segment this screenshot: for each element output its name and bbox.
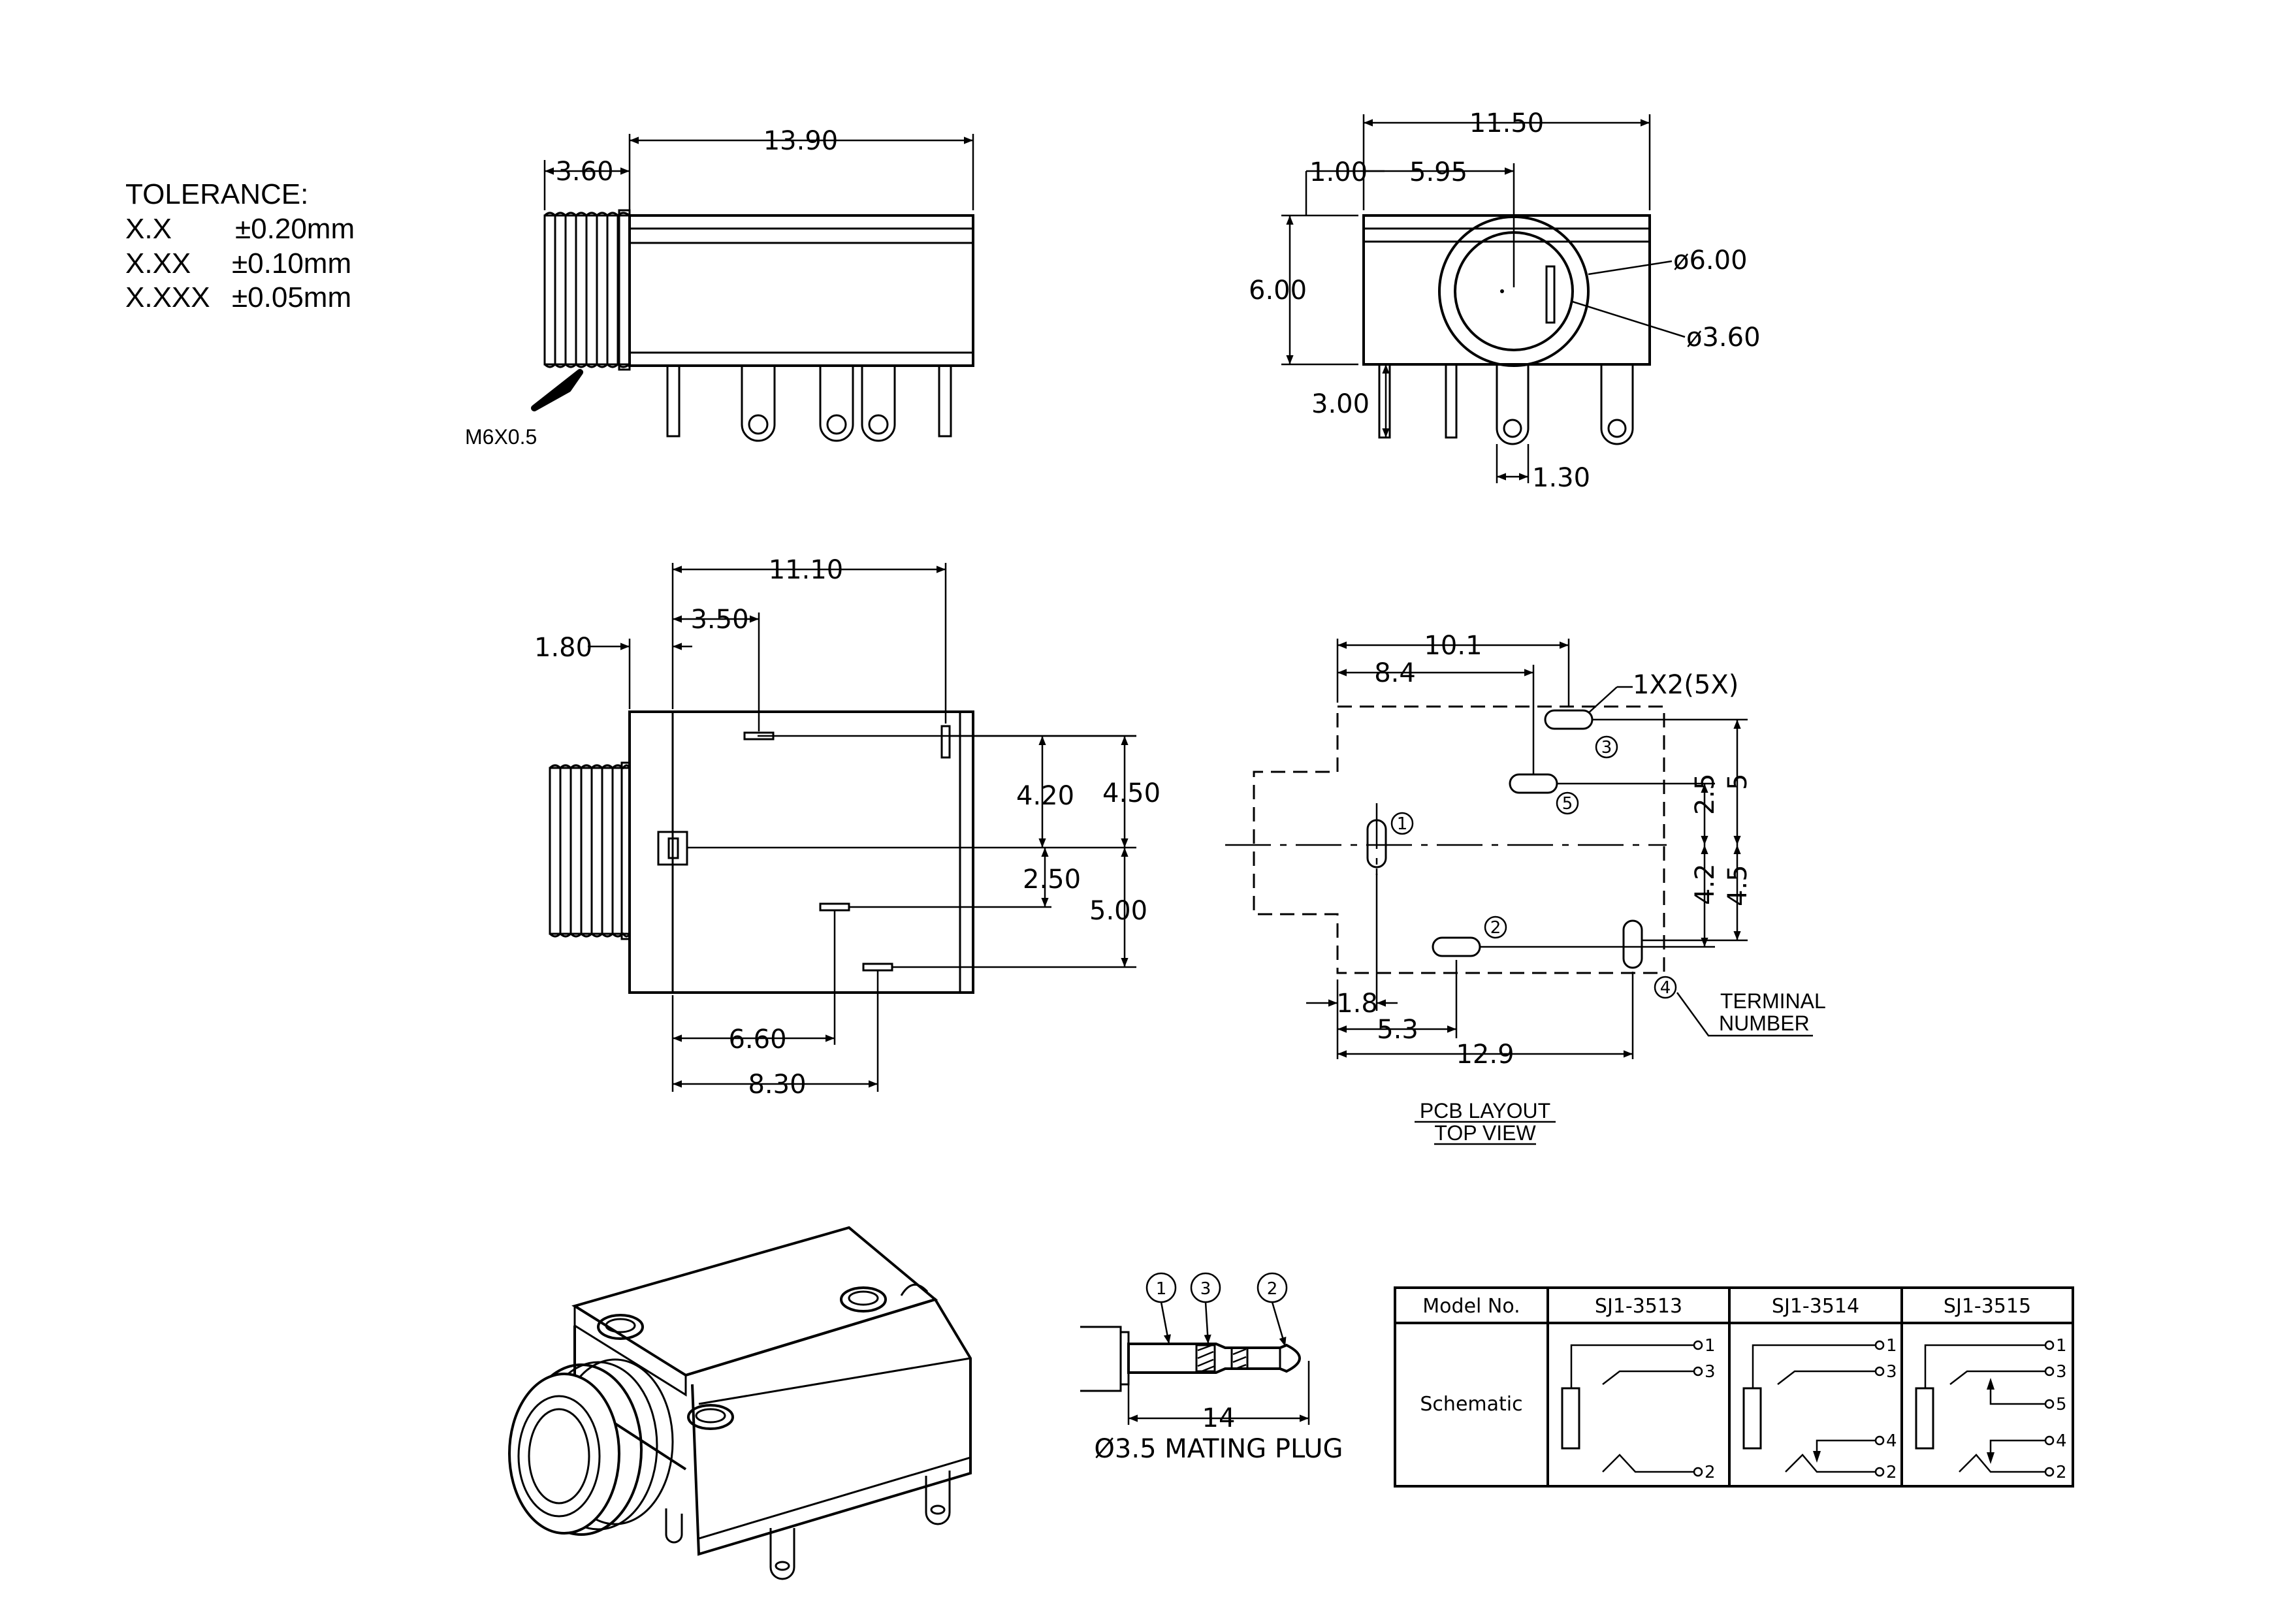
dim-2-50: 2.50 xyxy=(1023,865,1081,895)
pcb-hole-1 xyxy=(1366,819,1387,868)
dim-body-length: 13.90 xyxy=(763,126,839,156)
sch-3515-pin-4: 4 xyxy=(2056,1431,2067,1451)
tolerance-value-3: ±0.05mm xyxy=(232,281,351,313)
dim-2-5: 2.5 xyxy=(1690,773,1720,815)
pcb-hole-2 xyxy=(1432,936,1481,957)
plug-pin-label-2: 2 xyxy=(1267,1279,1278,1299)
table-model-3515: SJ1-3515 xyxy=(1944,1295,2031,1318)
sch-3513-pin-1: 1 xyxy=(1705,1336,1716,1356)
terminal-label-line2: NUMBER xyxy=(1719,1011,1810,1035)
thread-callout-arrow-icon xyxy=(531,369,583,411)
tolerance-title: TOLERANCE: xyxy=(125,178,308,210)
sch-3515-pin-5: 5 xyxy=(2056,1395,2067,1414)
bottom-view: 11.10 3.50 1.80 4.20 4.50 2.50 5.00 6.60… xyxy=(534,555,1161,1100)
dim-4-50: 4.50 xyxy=(1102,778,1161,808)
dim-12-9: 12.9 xyxy=(1456,1040,1514,1070)
dim-4-5: 4.5 xyxy=(1723,865,1753,906)
pcb-pin-label-2: 2 xyxy=(1490,918,1501,938)
jack-body xyxy=(628,214,974,367)
bottom-thread xyxy=(549,761,631,940)
dim-5-3: 5.3 xyxy=(1377,1015,1418,1045)
bottom-body xyxy=(628,710,974,994)
dim-8-4: 8.4 xyxy=(1374,658,1416,688)
sch-3514-pin-4: 4 xyxy=(1886,1431,1897,1451)
dim-10-1: 10.1 xyxy=(1424,631,1482,661)
schematic-3514: 1 3 4 2 xyxy=(1742,1336,1897,1482)
dim-pin-length: 3.00 xyxy=(1311,389,1370,419)
dim-11-10: 11.10 xyxy=(769,555,844,585)
dim-5-00: 5.00 xyxy=(1089,896,1147,926)
dim-6-60: 6.60 xyxy=(728,1025,786,1055)
dim-4-20: 4.20 xyxy=(1016,781,1074,811)
sch-3514-pin-3: 3 xyxy=(1886,1362,1897,1382)
schematic-3513: 1 3 2 xyxy=(1561,1336,1716,1482)
pcb-pin-label-4: 4 xyxy=(1660,978,1671,998)
pcb-title-line2: TOP VIEW xyxy=(1434,1121,1536,1145)
tolerance-value-2: ±0.10mm xyxy=(232,247,351,279)
pcb-outline xyxy=(1253,705,1665,974)
plug-caption: Ø3.5 MATING PLUG xyxy=(1094,1434,1343,1464)
dim-3-50: 3.50 xyxy=(690,605,748,635)
tolerance-value-1: ±0.20mm xyxy=(235,213,355,245)
dim-8-30: 8.30 xyxy=(748,1070,806,1100)
dim-1-80: 1.80 xyxy=(534,633,592,663)
terminal-label-line1: TERMINAL xyxy=(1720,989,1826,1013)
pcb-pin-label-1: 1 xyxy=(1397,814,1408,834)
dim-front-center: 5.95 xyxy=(1409,157,1467,187)
plug-pin-label-3: 3 xyxy=(1200,1279,1211,1299)
tolerance-format-3: X.XXX xyxy=(125,281,210,313)
thread-spec-label: M6X0.5 xyxy=(465,425,537,449)
pcb-hole-5 xyxy=(1509,773,1558,794)
dim-outer-diameter: ø6.00 xyxy=(1673,246,1748,276)
pcb-layout: 1 3 5 2 4 10.1 8.4 1X2(5X) 2.5 5 4.2 4.5 xyxy=(1225,631,1826,1145)
table-row-schematic: Schematic xyxy=(1420,1393,1522,1416)
dim-front-width: 11.50 xyxy=(1469,108,1545,138)
sch-3514-pin-2: 2 xyxy=(1886,1463,1897,1482)
front-body xyxy=(1362,214,1651,366)
plug-length: 14 xyxy=(1202,1403,1236,1433)
sch-3515-pin-3: 3 xyxy=(2056,1362,2067,1382)
side-view: 3.60 13.90 M6X0.5 xyxy=(465,126,974,449)
dim-thread-length: 3.60 xyxy=(555,157,613,187)
pcb-hole-3 xyxy=(1544,709,1594,730)
front-view: 11.50 1.00 5.95 6.00 ø6.00 ø3.60 3.00 1.… xyxy=(1249,108,1761,493)
dim-5: 5 xyxy=(1723,774,1753,790)
tolerance-format-2: X.XX xyxy=(125,247,191,279)
sch-3513-pin-3: 3 xyxy=(1705,1362,1716,1382)
pcb-title-line1: PCB LAYOUT xyxy=(1420,1099,1550,1122)
dim-front-offset: 1.00 xyxy=(1309,157,1368,187)
dim-pin-width: 1.30 xyxy=(1532,463,1590,493)
pcb-pin-label-5: 5 xyxy=(1562,794,1573,814)
table-header-model: Model No. xyxy=(1422,1295,1520,1318)
sch-3513-pin-2: 2 xyxy=(1705,1463,1716,1482)
dim-4-2: 4.2 xyxy=(1690,863,1720,905)
isometric-view xyxy=(508,1226,972,1580)
table-model-3514: SJ1-3514 xyxy=(1772,1295,1859,1318)
pcb-pin-label-3: 3 xyxy=(1601,738,1612,757)
dim-front-height: 6.00 xyxy=(1249,276,1307,306)
sch-3514-pin-1: 1 xyxy=(1886,1336,1897,1356)
dim-1-8: 1.8 xyxy=(1336,989,1378,1019)
pcb-hole-spec: 1X2(5X) xyxy=(1633,670,1738,700)
tolerance-format-1: X.X xyxy=(125,213,172,245)
tolerance-block: TOLERANCE: X.X ±0.20mm X.XX ±0.10mm X.XX… xyxy=(125,178,355,313)
sch-3515-pin-1: 1 xyxy=(2056,1336,2067,1356)
thread xyxy=(543,209,631,371)
pcb-hole-4 xyxy=(1622,919,1643,969)
mating-plug: 1 3 2 14 Ø3.5 MATING PLUG xyxy=(1080,1272,1343,1464)
sch-3515-pin-2: 2 xyxy=(2056,1463,2067,1482)
schematic-table: Model No. SJ1-3513 SJ1-3514 SJ1-3515 Sch… xyxy=(1394,1286,2074,1488)
dim-inner-diameter: ø3.60 xyxy=(1686,323,1761,353)
table-model-3513: SJ1-3513 xyxy=(1595,1295,1682,1318)
schematic-3515: 1 3 5 4 2 xyxy=(1915,1336,2067,1482)
plug-pin-label-1: 1 xyxy=(1156,1279,1167,1299)
